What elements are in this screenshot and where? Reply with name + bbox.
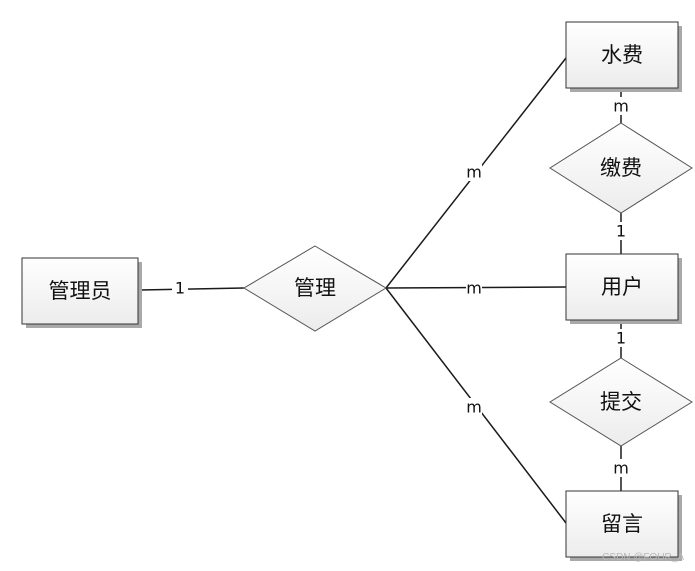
- cardinality-user-submit-bg: [613, 329, 629, 347]
- entity-user-label: 用户: [601, 275, 643, 299]
- cardinality-admin-manage-bg: [172, 279, 188, 297]
- entity-water-fee-box: [565, 21, 679, 89]
- entity-admin[interactable]: 管理员: [21, 257, 142, 328]
- relationship-pay-diamond: [549, 122, 693, 214]
- relationship-manage-diamond: [243, 245, 387, 332]
- cardinality-manage-user: m: [466, 279, 482, 298]
- cardinality-manage-water-fee-bg: [466, 163, 482, 181]
- relationship-submit[interactable]: 提交: [549, 357, 693, 447]
- cardinality-manage-water-fee: m: [466, 163, 482, 182]
- cardinality-user-submit: 1: [616, 329, 626, 348]
- relationship-submit-label: 提交: [600, 390, 642, 414]
- relationship-manage-label: 管理: [294, 276, 336, 300]
- entity-message-label: 留言: [601, 512, 643, 536]
- cardinality-submit-message-bg: [613, 459, 629, 477]
- entity-message-box: [565, 490, 679, 558]
- relationship-submit-diamond: [549, 357, 693, 447]
- entity-user-box: [565, 253, 679, 321]
- cardinality-manage-message: m: [466, 398, 482, 417]
- entity-admin-box: [21, 257, 139, 325]
- cardinality-manage-user-bg: [466, 279, 482, 297]
- cardinality-pay-user: 1: [616, 222, 626, 241]
- edge-admin-manage: [139, 287, 245, 291]
- cardinality-water-fee-pay: m: [613, 97, 629, 116]
- cardinality-submit-message: m: [613, 459, 629, 478]
- cardinality-manage-message-bg: [466, 398, 482, 416]
- relationship-pay[interactable]: 缴费: [549, 122, 693, 214]
- entity-message[interactable]: 留言: [565, 490, 682, 561]
- entity-admin-label: 管理员: [49, 279, 112, 303]
- cardinality-pay-user-bg: [613, 222, 629, 240]
- watermark-text: CSDN @FOUR_A: [602, 552, 684, 563]
- cardinality-labels: 1 m m m m 1 1 m: [172, 97, 629, 478]
- cardinality-admin-manage: 1: [175, 279, 185, 298]
- relationship-pay-label: 缴费: [600, 156, 642, 180]
- cardinality-water-fee-pay-bg: [613, 97, 629, 115]
- relationship-manage[interactable]: 管理: [243, 245, 387, 332]
- entity-water-fee[interactable]: 水费: [565, 21, 682, 92]
- entity-water-fee-label: 水费: [601, 43, 643, 67]
- entity-user[interactable]: 用户: [565, 253, 682, 324]
